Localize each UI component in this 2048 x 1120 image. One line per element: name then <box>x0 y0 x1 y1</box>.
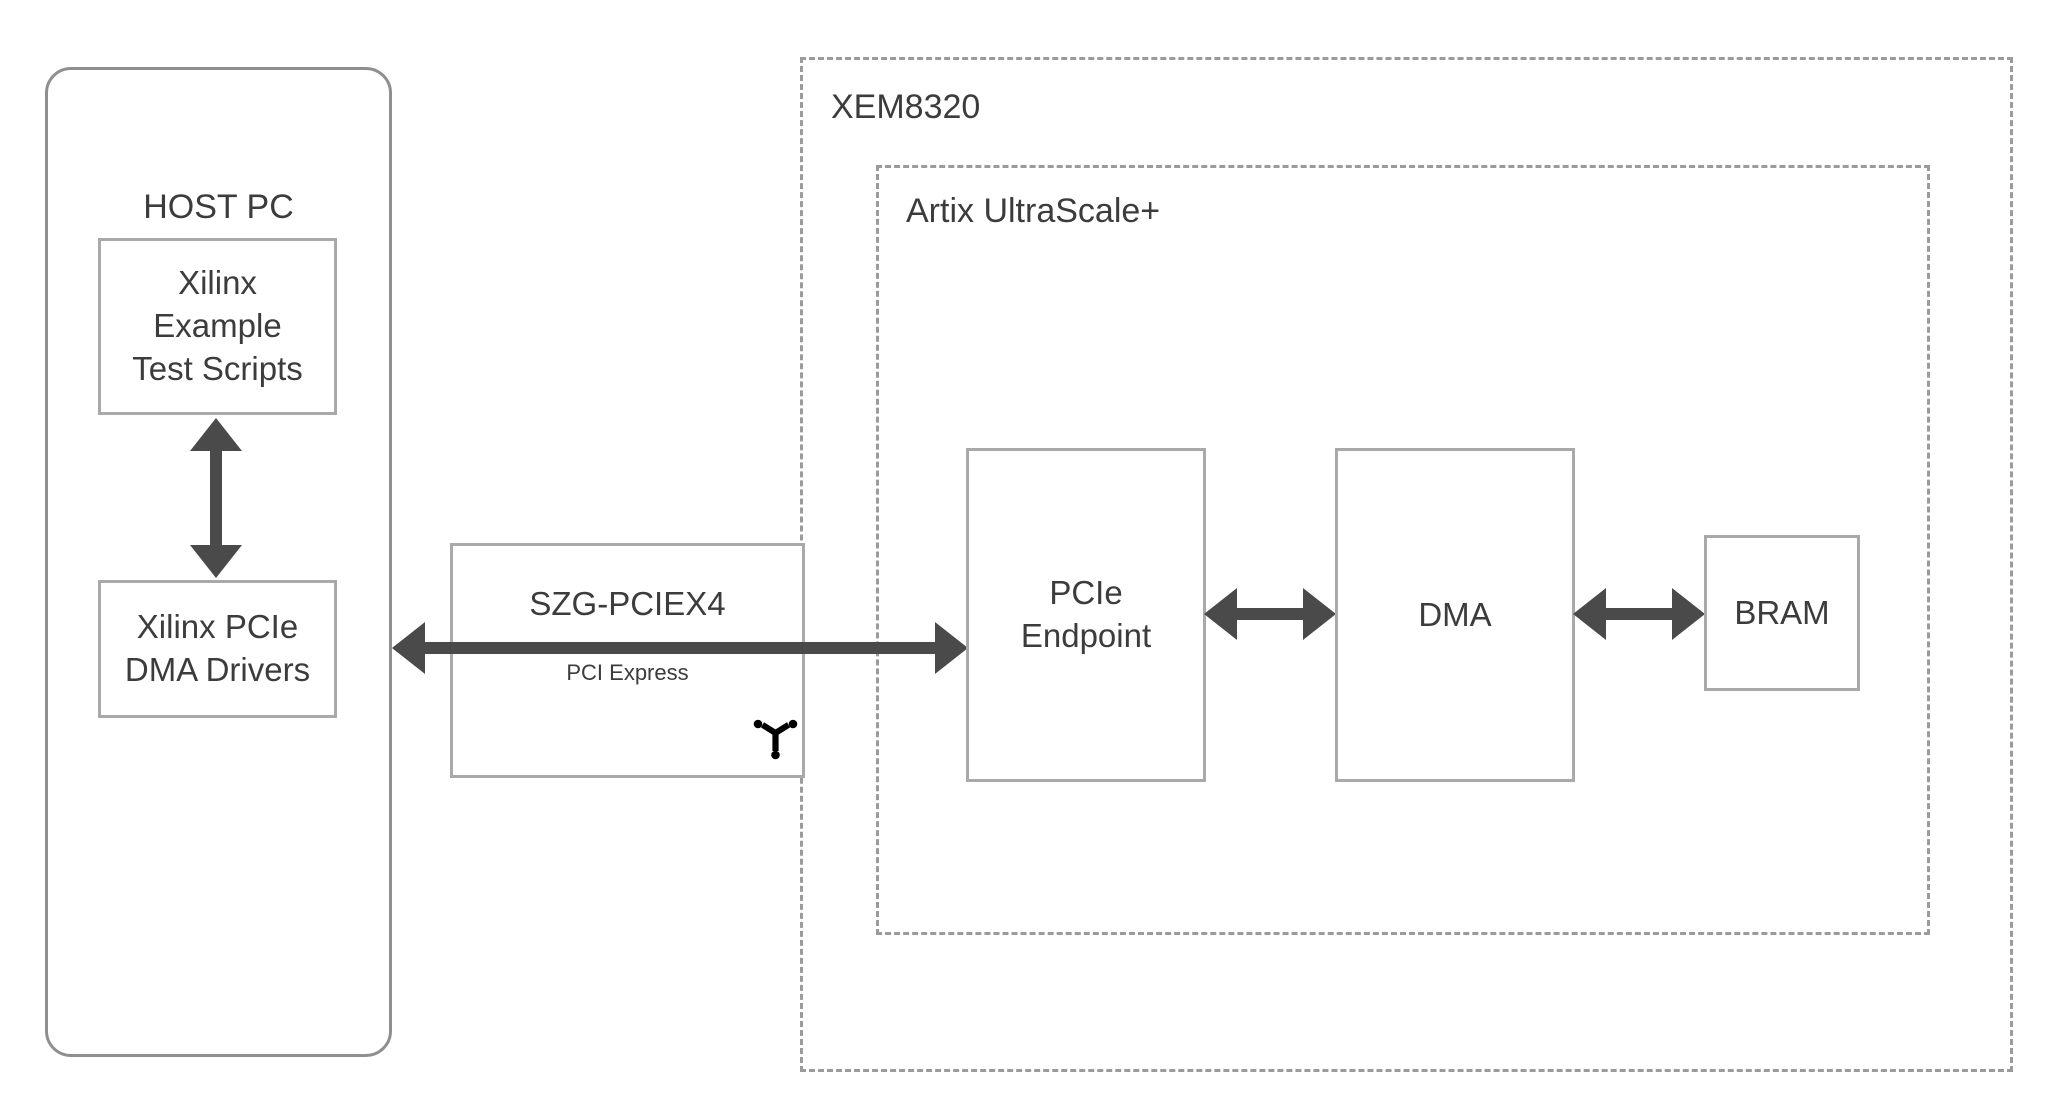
region-artix-ultrascale-plus-title: Artix UltraScale+ <box>906 192 1161 230</box>
block-szg-pciex4 <box>450 543 805 778</box>
bus-label-pci-express: PCI Express <box>566 660 689 685</box>
arrow-head-right-icon <box>1672 588 1705 640</box>
block-label: Xilinx Example Test Scripts <box>132 264 303 387</box>
block-szg-pciex4-title: SZG-PCIEX4 <box>529 585 726 622</box>
region-artix-ultrascale-plus <box>876 165 1930 935</box>
block-label: DMA <box>1418 595 1492 633</box>
arrow-head-down-icon <box>190 545 242 578</box>
arrow-shaft <box>210 428 222 568</box>
block-dma: DMA <box>1335 448 1575 782</box>
block-xilinx-pcie-dma-drivers: Xilinx PCIe DMA Drivers <box>98 580 337 718</box>
arrow-shaft <box>412 642 948 654</box>
syzygy-logo-icon <box>748 708 803 763</box>
block-label: BRAM <box>1734 593 1830 631</box>
block-xilinx-example-test-scripts: Xilinx Example Test Scripts <box>98 238 337 415</box>
host-pc-title: HOST PC <box>143 188 294 226</box>
arrow-head-right-icon <box>1303 588 1336 640</box>
block-label: Xilinx PCIe DMA Drivers <box>124 608 311 688</box>
arrow-shaft <box>1593 608 1685 620</box>
arrow-shaft <box>1224 608 1316 620</box>
region-xem8320-title: XEM8320 <box>831 88 981 126</box>
block-label: PCIe Endpoint <box>1020 574 1152 654</box>
arrow-head-right-icon <box>935 622 968 674</box>
block-bram: BRAM <box>1704 535 1860 691</box>
block-pcie-endpoint: PCIe Endpoint <box>966 448 1206 782</box>
